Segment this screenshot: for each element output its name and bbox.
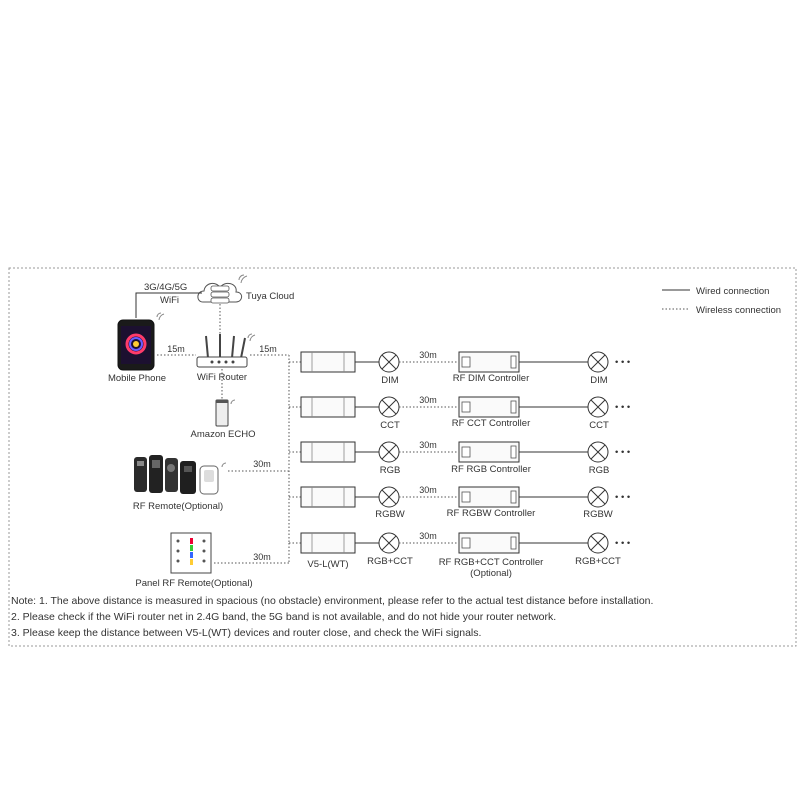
note-line-3: 3. Please keep the distance between V5-L… (11, 627, 481, 639)
v5-receiver (300, 351, 356, 373)
phone-router-distance: 15m (167, 344, 185, 354)
controller-label: RF RGBW Controller (447, 508, 536, 519)
lamp-label: RGB (380, 465, 401, 476)
wifi-label: WiFi (160, 295, 179, 306)
notes: Note: 1. The above distance is measured … (11, 595, 653, 639)
panel-remote-distance: 30m (253, 552, 271, 562)
lamp-icon (378, 486, 400, 508)
channel-row-rgbw: RGBW 30m RF RGBW Controller RGBW • • • (289, 485, 630, 520)
rf-remote-distance: 30m (253, 459, 271, 469)
wifi-router-icon (196, 333, 256, 368)
rf-remote-icons (134, 455, 227, 495)
router-bus-distance: 15m (259, 344, 277, 354)
diagram-border (8, 267, 797, 647)
lamp-icon (587, 396, 609, 418)
lamp-icon (587, 486, 609, 508)
cloud-icon (197, 274, 248, 304)
channel-row-cct: CCT 30m RF CCT Controller CCT • • • (289, 395, 630, 431)
mobile-network-label: 3G/4G/5G (144, 282, 187, 293)
lamp-icon (587, 351, 609, 373)
lamp-label: DIM (381, 375, 399, 386)
end-lamp-label: RGB+CCT (575, 556, 621, 567)
rf-remote-label: RF Remote(Optional) (133, 501, 223, 512)
phone-label: Mobile Phone (108, 373, 166, 384)
legend: Wired connection Wireless connection (662, 286, 781, 316)
cloud-label: Tuya Cloud (246, 291, 294, 302)
receiver-controller-distance: 30m (419, 485, 437, 495)
controller-label: RF RGB Controller (451, 464, 531, 475)
controller-optional-label: (Optional) (470, 568, 512, 579)
mobile-data-link (135, 292, 202, 318)
legend-wireless-label: Wireless connection (696, 305, 781, 316)
channel-row-rgbcct: V5-L(WT) RGB+CCT 30m RF RGB+CCT Controll… (289, 531, 630, 579)
lamp-icon (587, 532, 609, 554)
receiver-controller-distance: 30m (419, 440, 437, 450)
end-lamp-label: RGBW (583, 509, 613, 520)
lamp-icon (378, 396, 400, 418)
end-lamp-label: DIM (590, 375, 608, 386)
controller-label: RF RGB+CCT Controller (439, 557, 544, 568)
receiver-controller-distance: 30m (419, 531, 437, 541)
receiver-model-label: V5-L(WT) (307, 559, 348, 570)
more-lamps-ellipsis: • • • (615, 402, 630, 413)
v5-receiver (300, 441, 356, 463)
lamp-icon (587, 441, 609, 463)
lamp-icon (378, 532, 400, 554)
lamp-label: RGB+CCT (367, 556, 413, 567)
end-lamp-label: CCT (589, 420, 609, 431)
lamp-icon (378, 351, 400, 373)
note-line-2: 2. Please check if the WiFi router net i… (11, 611, 556, 623)
more-lamps-ellipsis: • • • (615, 492, 630, 503)
echo-label: Amazon ECHO (191, 429, 256, 440)
controller-label: RF CCT Controller (452, 418, 530, 429)
lamp-label: RGBW (375, 509, 405, 520)
mobile-phone-icon (117, 312, 165, 371)
v5-receiver (300, 486, 356, 508)
channel-row-rgb: RGB 30m RF RGB Controller RGB • • • (289, 440, 630, 476)
channel-row-dim: DIM 30m RF DIM Controller DIM • • • (289, 350, 630, 386)
more-lamps-ellipsis: • • • (615, 447, 630, 458)
receiver-controller-distance: 30m (419, 350, 437, 360)
amazon-echo-icon (215, 399, 236, 427)
more-lamps-ellipsis: • • • (615, 357, 630, 368)
v5-receiver (300, 532, 356, 554)
more-lamps-ellipsis: • • • (615, 538, 630, 549)
panel-remote-icon (170, 532, 212, 574)
controller-label: RF DIM Controller (453, 373, 530, 384)
legend-wired-label: Wired connection (696, 286, 769, 297)
v5-receiver (300, 396, 356, 418)
lamp-label: CCT (380, 420, 400, 431)
end-lamp-label: RGB (589, 465, 610, 476)
lamp-icon (378, 441, 400, 463)
receiver-controller-distance: 30m (419, 395, 437, 405)
note-line-1: Note: 1. The above distance is measured … (11, 595, 653, 607)
panel-remote-label: Panel RF Remote(Optional) (135, 578, 252, 589)
